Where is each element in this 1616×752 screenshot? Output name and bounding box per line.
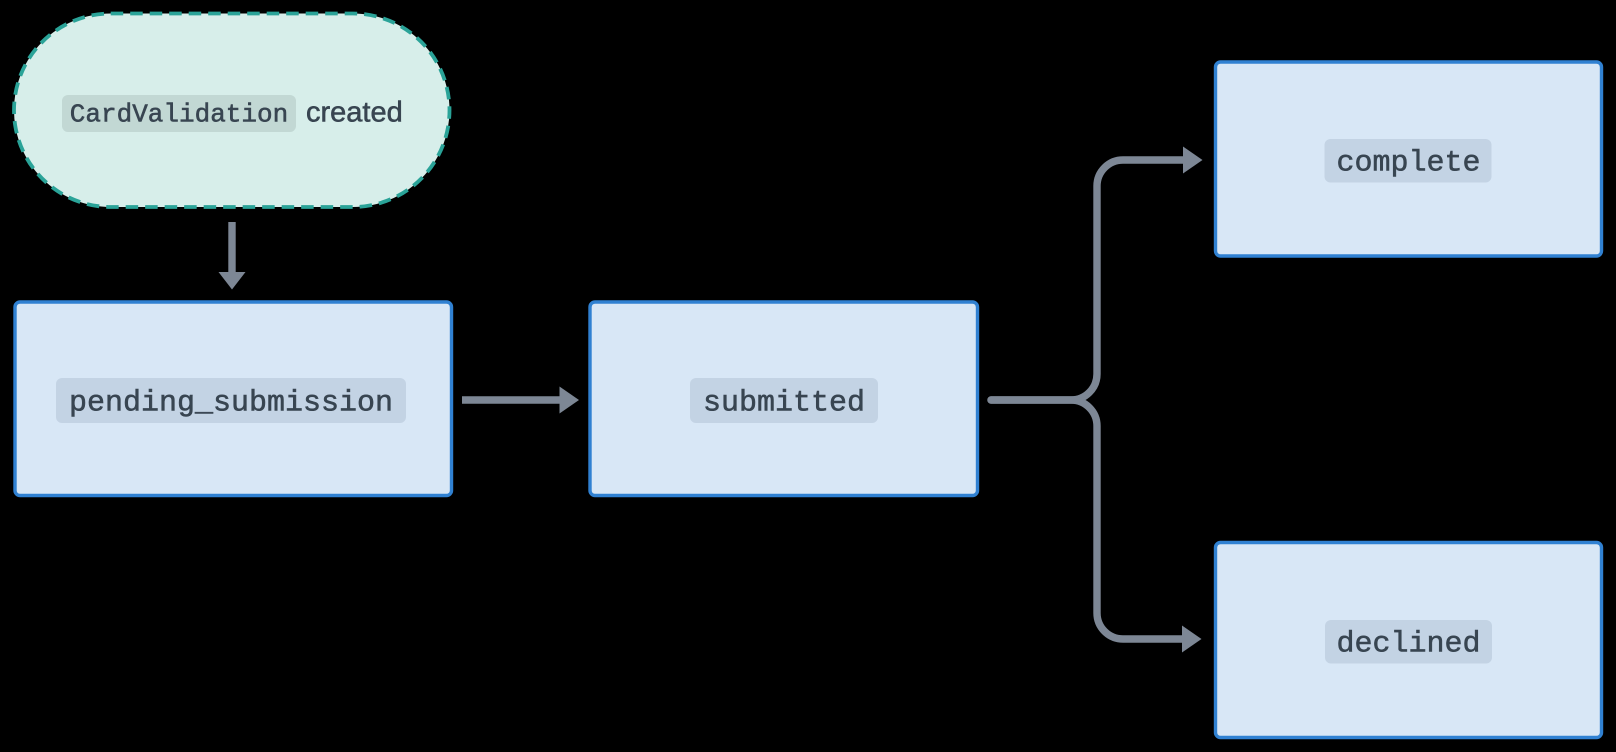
svg-text:created: created bbox=[306, 97, 403, 129]
svg-text:declined: declined bbox=[1336, 628, 1480, 662]
svg-text:CardValidation: CardValidation bbox=[70, 100, 288, 130]
svg-text:complete: complete bbox=[1336, 147, 1480, 181]
svg-text:pending_submission: pending_submission bbox=[69, 387, 393, 421]
svg-text:submitted: submitted bbox=[703, 387, 865, 421]
